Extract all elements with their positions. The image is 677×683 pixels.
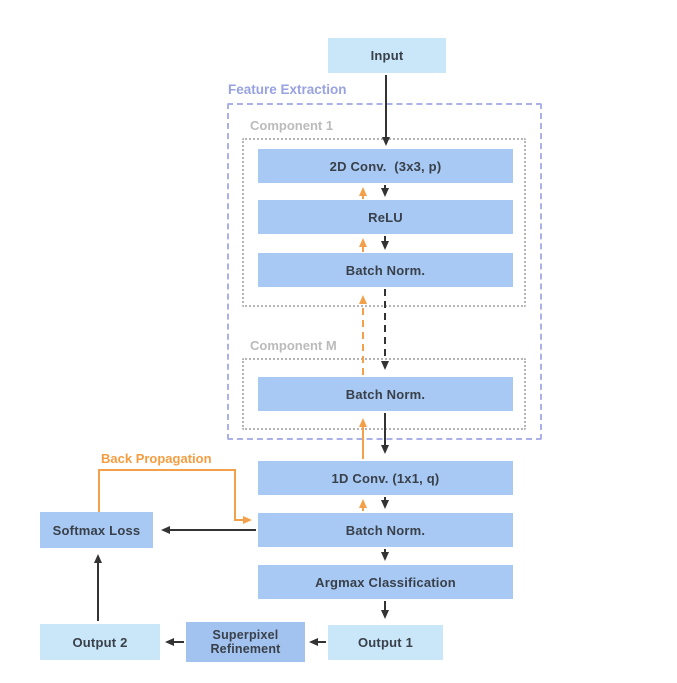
node-input: Input — [328, 38, 446, 73]
node-relu-label: ReLU — [368, 209, 403, 225]
node-1d-conv: 1D Conv. (1x1, q) — [258, 461, 513, 495]
node-output-1-label: Output 1 — [357, 635, 414, 650]
node-argmax-classification: Argmax Classification — [258, 565, 513, 599]
node-argmax-label: Argmax Classification — [315, 574, 456, 590]
node-relu: ReLU — [258, 200, 513, 234]
node-batch-norm-component-1: Batch Norm. — [258, 253, 513, 287]
component-1-label: Component 1 — [250, 118, 334, 133]
node-batch-norm-output-label: Batch Norm. — [345, 522, 426, 538]
node-batch-norm-m-label: Batch Norm. — [345, 386, 426, 402]
node-softmax-loss: Softmax Loss — [40, 512, 153, 548]
node-superpixel-label-line2: Refinement — [210, 642, 281, 656]
node-superpixel-refinement: Superpixel Refinement — [186, 622, 305, 662]
node-2d-conv-label: 2D Conv. (3x3, p) — [329, 158, 442, 174]
back-propagation-label: Back Propagation — [101, 451, 212, 466]
node-superpixel-label-line1: Superpixel — [212, 627, 279, 642]
node-softmax-loss-label: Softmax Loss — [52, 522, 141, 538]
node-1d-conv-label: 1D Conv. (1x1, q) — [331, 470, 440, 486]
node-output-2: Output 2 — [40, 624, 160, 660]
node-2d-conv: 2D Conv. (3x3, p) — [258, 149, 513, 183]
node-output-1: Output 1 — [328, 625, 443, 660]
node-input-label: Input — [370, 48, 404, 63]
component-m-label: Component M — [250, 338, 337, 353]
node-batch-norm-1-label: Batch Norm. — [345, 262, 426, 278]
node-batch-norm-component-m: Batch Norm. — [258, 377, 513, 411]
node-output-2-label: Output 2 — [72, 634, 128, 650]
feature-extraction-label: Feature Extraction — [228, 82, 347, 97]
node-batch-norm-output: Batch Norm. — [258, 513, 513, 547]
